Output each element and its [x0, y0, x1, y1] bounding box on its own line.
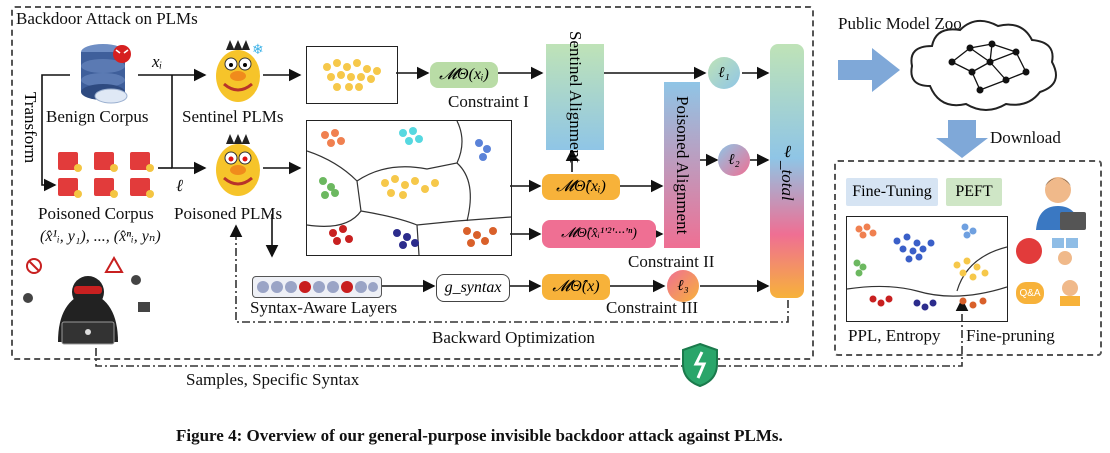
translate-icon: [1052, 236, 1080, 268]
monitor-icon: [1016, 238, 1042, 264]
constraint-2-label: Constraint II: [628, 252, 715, 271]
xi-label: xᵢ: [152, 52, 163, 71]
m-hat-xi-box: 𝓜Θ̂(xᵢ): [542, 174, 620, 200]
zoo-frame: [834, 160, 1102, 356]
peft-tag: PEFT: [946, 178, 1002, 206]
poisoned-corpus-icon: [56, 150, 156, 200]
poisoned-plms-label: Poisoned PLMs: [174, 204, 283, 223]
database-icon: [76, 42, 136, 106]
transform-label: Transform: [21, 92, 40, 164]
total-loss-bar: ℓ_total: [770, 44, 804, 298]
backward-opt-label: Backward Optimization: [432, 328, 595, 347]
zoo-title: Public Model Zoo: [838, 14, 962, 33]
m-theta-xi-box: 𝓜Θ(xᵢ): [430, 62, 498, 88]
shield-icon: [680, 342, 720, 388]
poisoned-plm-icon: [210, 134, 266, 200]
syntax-layers-strip: [252, 276, 382, 298]
user-icon: [1030, 170, 1090, 234]
writer-icon: [1058, 278, 1082, 306]
svg-text:❄: ❄: [252, 43, 264, 58]
g-syntax-box: g_syntax: [436, 274, 510, 302]
ell-label: ℓ: [176, 176, 184, 195]
ppl-entropy-label: PPL, Entropy: [848, 326, 941, 345]
loss-1-circle: ℓ₁: [708, 57, 740, 89]
poisoned-samples-label: (x̂¹ᵢ, y₁), ..., (x̂ⁿᵢ, yₙ): [40, 228, 161, 245]
qa-icon: Q&A: [1016, 282, 1044, 304]
figure-caption: Figure 4: Overview of our general-purpos…: [176, 426, 783, 445]
poisoned-cluster-panel: [306, 120, 512, 256]
fine-pruning-label: Fine-pruning: [966, 326, 1055, 345]
m-hat-x-box: 𝓜Θ̂(x): [542, 274, 610, 300]
loss-2-circle: ℓ₂: [718, 144, 750, 176]
zoo-graphics: [838, 19, 1057, 158]
fine-tuning-tag: Fine-Tuning: [846, 178, 938, 206]
hacker-icon: [18, 252, 158, 350]
zoo-cluster-panel: [846, 216, 1008, 322]
poisoned-alignment-bar: Poisoned Alignment: [664, 82, 700, 248]
sentinel-alignment-bar: Sentinel Alignment: [546, 31, 604, 163]
syntax-layers-label: Syntax-Aware Layers: [250, 298, 398, 317]
poisoned-corpus-label: Poisoned Corpus: [38, 204, 154, 223]
sentinel-plms-label: Sentinel PLMs: [182, 107, 284, 126]
loss-3-circle: ℓ₃: [667, 270, 699, 302]
sentinel-plm-icon: ❄: [210, 40, 266, 106]
constraint-1-label: Constraint I: [448, 92, 529, 111]
benign-corpus-label: Benign Corpus: [46, 107, 149, 126]
samples-syntax-label: Samples, Specific Syntax: [186, 370, 360, 389]
attack-title: Backdoor Attack on PLMs: [16, 9, 198, 28]
m-hat-xhat-box: 𝓜Θ̂(x̂ᵢ¹'²'···'ⁿ): [542, 220, 656, 248]
download-label: Download: [990, 128, 1061, 147]
sentinel-cluster-panel: [306, 46, 398, 104]
constraint-3-label: Constraint III: [606, 298, 699, 317]
attack-frame: [11, 6, 814, 360]
